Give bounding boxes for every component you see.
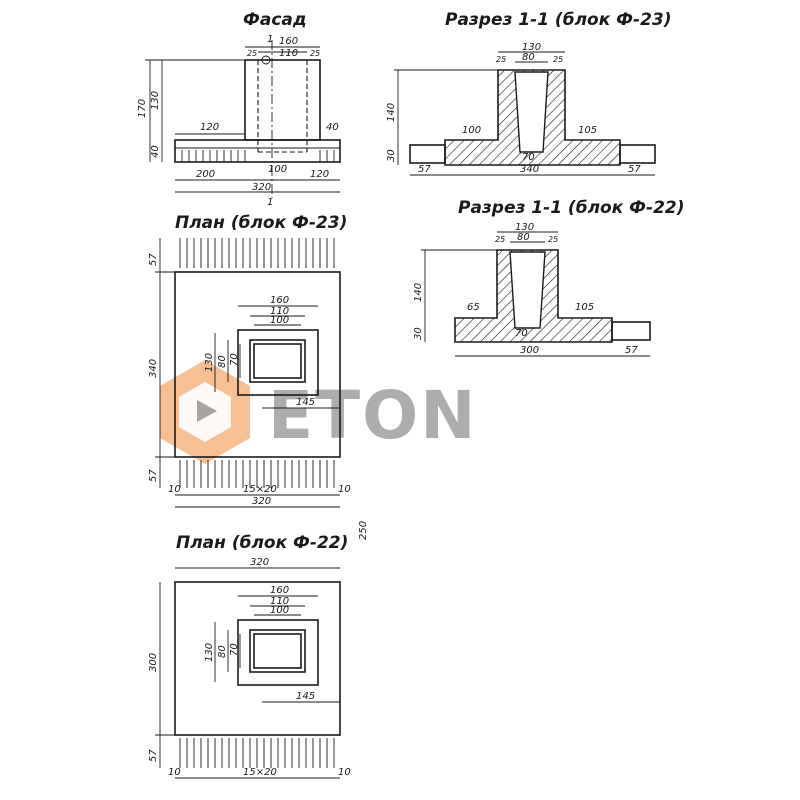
plan-f22-dim-300: 300 bbox=[148, 653, 159, 672]
plan-f23-dim-100: 100 bbox=[270, 315, 289, 326]
section-f23-dim-80: 80 bbox=[522, 52, 535, 63]
facade-view: Фасад 1 1 160 110 25 25 bbox=[137, 10, 341, 208]
section-f22-dim-65: 65 bbox=[467, 302, 480, 313]
plan-f22-title: План (блок Ф-22) bbox=[176, 533, 348, 553]
plan-f23-dim-110: 110 bbox=[270, 306, 289, 317]
plan-f22-dim-57: 57 bbox=[148, 749, 159, 762]
watermark-text: ETON bbox=[268, 377, 477, 454]
watermark-logo-icon bbox=[160, 360, 250, 464]
plan-f22-dim-160: 160 bbox=[270, 585, 289, 596]
plan-f23-glass-inner bbox=[253, 343, 302, 379]
facade-title: Фасад bbox=[243, 10, 307, 30]
section-f22-dim-30: 30 bbox=[413, 327, 424, 340]
plan-f23-dim-320: 320 bbox=[252, 496, 271, 507]
section-f22-dim-130: 130 bbox=[515, 222, 534, 233]
facade-column bbox=[244, 59, 321, 141]
facade-dim-25b: 25 bbox=[310, 49, 320, 58]
plan-f23-dim-57-bottom: 57 bbox=[148, 469, 159, 482]
section-f22-title: Разрез 1-1 (блок Ф-22) bbox=[458, 198, 685, 218]
section-f23-dim-57b: 57 bbox=[628, 164, 641, 175]
plan-f22-footing bbox=[174, 581, 341, 736]
plan-f22-glass-inner bbox=[253, 633, 302, 669]
section-f23-dim-30: 30 bbox=[386, 149, 397, 162]
plan-f23-footing bbox=[174, 271, 341, 458]
plan-f23-dim-250: 250 bbox=[358, 521, 369, 540]
section-f23-dim-340: 340 bbox=[520, 164, 539, 175]
facade-dim-160: 160 bbox=[279, 36, 298, 47]
section-f23-dim-25b: 25 bbox=[553, 55, 563, 64]
plan-f23-dim-340: 340 bbox=[148, 359, 159, 378]
facade-dim-320: 320 bbox=[252, 182, 271, 193]
section-f22-dim-80: 80 bbox=[517, 232, 530, 243]
plan-f22-dim-10b: 10 bbox=[338, 767, 351, 778]
plan-f23-dim-10a: 10 bbox=[168, 484, 181, 495]
section-f22-dim-140: 140 bbox=[413, 283, 424, 302]
facade-dim-40: 40 bbox=[150, 145, 161, 158]
section-f22-dim-25a: 25 bbox=[495, 235, 505, 244]
section-f22-view: Разрез 1-1 (блок Ф-22) 130 80 25 25 140 … bbox=[413, 198, 685, 357]
plan-f22-dim-80: 80 bbox=[217, 645, 228, 658]
section-f23-title: Разрез 1-1 (блок Ф-23) bbox=[445, 10, 672, 30]
plan-f23-title: План (блок Ф-23) bbox=[175, 213, 347, 233]
plan-f23-rebar-top bbox=[179, 238, 335, 268]
plan-f22-dim-rebar: 15×20 bbox=[243, 767, 277, 778]
facade-dim-110: 110 bbox=[279, 48, 298, 59]
plan-f22-dim-70: 70 bbox=[229, 643, 240, 656]
facade-section-mark-top: 1 bbox=[267, 34, 273, 45]
section-f23-dim-57a: 57 bbox=[418, 164, 431, 175]
plan-f23-view: План (блок Ф-23) bbox=[148, 213, 369, 540]
facade-dim-25a: 25 bbox=[247, 49, 257, 58]
plan-f23-dim-145: 145 bbox=[296, 397, 315, 408]
section-f23-dim-70: 70 bbox=[522, 152, 535, 163]
plan-f23-rebar-bottom bbox=[179, 460, 335, 488]
plan-f23-dim-10b: 10 bbox=[338, 484, 351, 495]
facade-dim-right-40: 40 bbox=[326, 122, 339, 133]
section-f23-dim-100: 100 bbox=[462, 125, 481, 136]
plan-f22-dim-100: 100 bbox=[270, 605, 289, 616]
facade-dim-left-120: 120 bbox=[200, 122, 219, 133]
plan-f22-dim-320: 320 bbox=[250, 557, 269, 568]
facade-rebar-ticks bbox=[181, 150, 335, 162]
plan-f23-dim-160: 160 bbox=[270, 295, 289, 306]
section-f22-dim-25b: 25 bbox=[548, 235, 558, 244]
section-f23-dim-140: 140 bbox=[386, 103, 397, 122]
facade-dim-100: 100 bbox=[268, 164, 287, 175]
plan-f23-column bbox=[237, 329, 319, 396]
plan-f22-dim-130: 130 bbox=[204, 643, 215, 662]
plan-f23-dim-57-top: 57 bbox=[148, 253, 159, 266]
facade-dim-170: 170 bbox=[137, 99, 148, 118]
plan-f23-dim-80: 80 bbox=[217, 355, 228, 368]
plan-f22-dim-110: 110 bbox=[270, 596, 289, 607]
section-f23-view: Разрез 1-1 (блок Ф-23) 130 80 25 25 140 … bbox=[386, 10, 672, 176]
plan-f23-dim-rebar: 15×20 bbox=[243, 484, 277, 495]
section-f23-dim-105: 105 bbox=[578, 125, 597, 136]
plan-f22-dim-145: 145 bbox=[296, 691, 315, 702]
plan-f22-column bbox=[237, 619, 319, 686]
plan-f22-view: План (блок Ф-22) 320 160 110 100 bbox=[148, 533, 351, 779]
facade-section-mark-bottom: 1 bbox=[267, 197, 273, 208]
section-f23-dim-25a: 25 bbox=[496, 55, 506, 64]
plan-f22-glass-outer bbox=[249, 629, 306, 673]
facade-dim-bottom-120: 120 bbox=[310, 169, 329, 180]
plan-f22-rebar-bottom bbox=[179, 738, 335, 768]
watermark: ETON bbox=[160, 360, 477, 464]
section-f22-dim-70: 70 bbox=[515, 328, 528, 339]
section-f22-glass bbox=[509, 251, 546, 329]
section-f22-dim-105: 105 bbox=[575, 302, 594, 313]
plan-f23-dim-130: 130 bbox=[204, 353, 215, 372]
facade-dim-130: 130 bbox=[150, 91, 161, 110]
plan-f23-glass-outer bbox=[249, 339, 306, 383]
section-f23-dim-130: 130 bbox=[522, 42, 541, 53]
facade-dim-200: 200 bbox=[196, 169, 215, 180]
section-f22-dim-57: 57 bbox=[625, 345, 638, 356]
plan-f23-dim-70: 70 bbox=[229, 353, 240, 366]
section-f23-glass bbox=[514, 71, 549, 153]
section-f22-dim-300: 300 bbox=[520, 345, 539, 356]
plan-f22-dim-10a: 10 bbox=[168, 767, 181, 778]
